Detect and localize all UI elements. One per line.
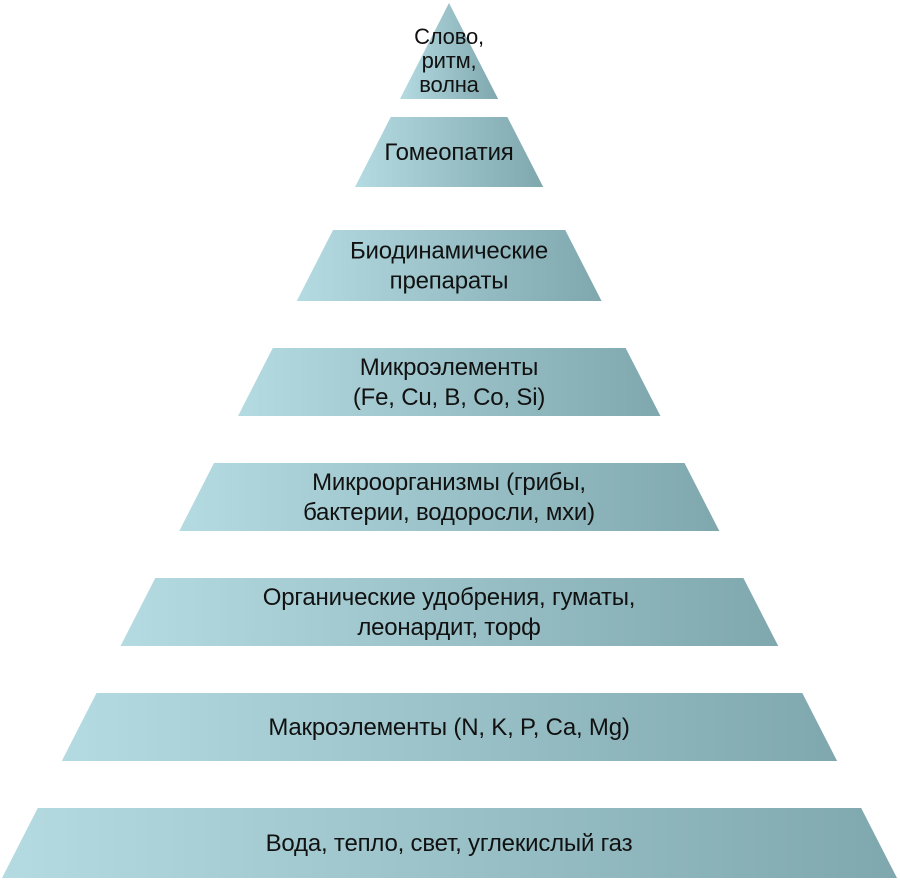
tier-organic-fertilizers-label: Органические удобрения, гуматы, леонардит… bbox=[263, 584, 636, 641]
tier-macroelements-line: Макроэлементы (N, K, P, Ca, Mg) bbox=[268, 714, 629, 741]
tier-microelements-line: Микроэлементы bbox=[360, 354, 538, 381]
tier-microelements-band bbox=[238, 348, 661, 416]
tier-biodynamic-line: препараты bbox=[390, 268, 509, 295]
tier-base-label: Вода, тепло, свет, углекислый газ bbox=[266, 830, 633, 857]
tier-homeopathy-label: Гомеопатия bbox=[384, 139, 513, 166]
tier-apex-label: Слово,ритм,волна bbox=[414, 24, 484, 97]
tier-microelements-line: (Fe, Cu, B, Co, Si) bbox=[353, 384, 545, 411]
tier-macroelements-band bbox=[61, 693, 838, 761]
tier-microorganisms-line: бактерии, водоросли, мхи) bbox=[303, 499, 595, 526]
tier-apex-line: ритм, bbox=[422, 48, 477, 73]
tier-apex-band bbox=[399, 3, 499, 99]
tier-microorganisms-line: Микроорганизмы (грибы, bbox=[312, 469, 586, 496]
tier-base-line: Вода, тепло, свет, углекислый газ bbox=[266, 830, 633, 857]
tier-base-band bbox=[2, 808, 897, 878]
tier-organic-fertilizers-band bbox=[120, 578, 779, 646]
tier-macroelements-label: Макроэлементы (N, K, P, Ca, Mg) bbox=[268, 714, 629, 741]
tier-homeopathy-line: Гомеопатия bbox=[384, 139, 513, 166]
tier-microorganisms-band bbox=[179, 463, 720, 531]
tier-microelements-label: Микроэлементы (Fe, Cu, B, Co, Si) bbox=[353, 354, 545, 411]
tier-microorganisms-label: Микроорганизмы (грибы, бактерии, водоросл… bbox=[303, 469, 595, 526]
tier-homeopathy-band bbox=[355, 117, 544, 187]
tier-organic-fertilizers-line: леонардит, торф bbox=[357, 614, 540, 641]
tier-apex-line: волна bbox=[419, 72, 479, 97]
tier-biodynamic-line: Биодинамические bbox=[350, 238, 548, 265]
tier-biodynamic-label: Биодинамические препараты bbox=[350, 238, 548, 295]
tier-organic-fertilizers-line: Органические удобрения, гуматы, bbox=[263, 584, 636, 611]
tier-biodynamic-band bbox=[296, 230, 602, 301]
tier-apex-line: Слово, bbox=[414, 24, 484, 49]
